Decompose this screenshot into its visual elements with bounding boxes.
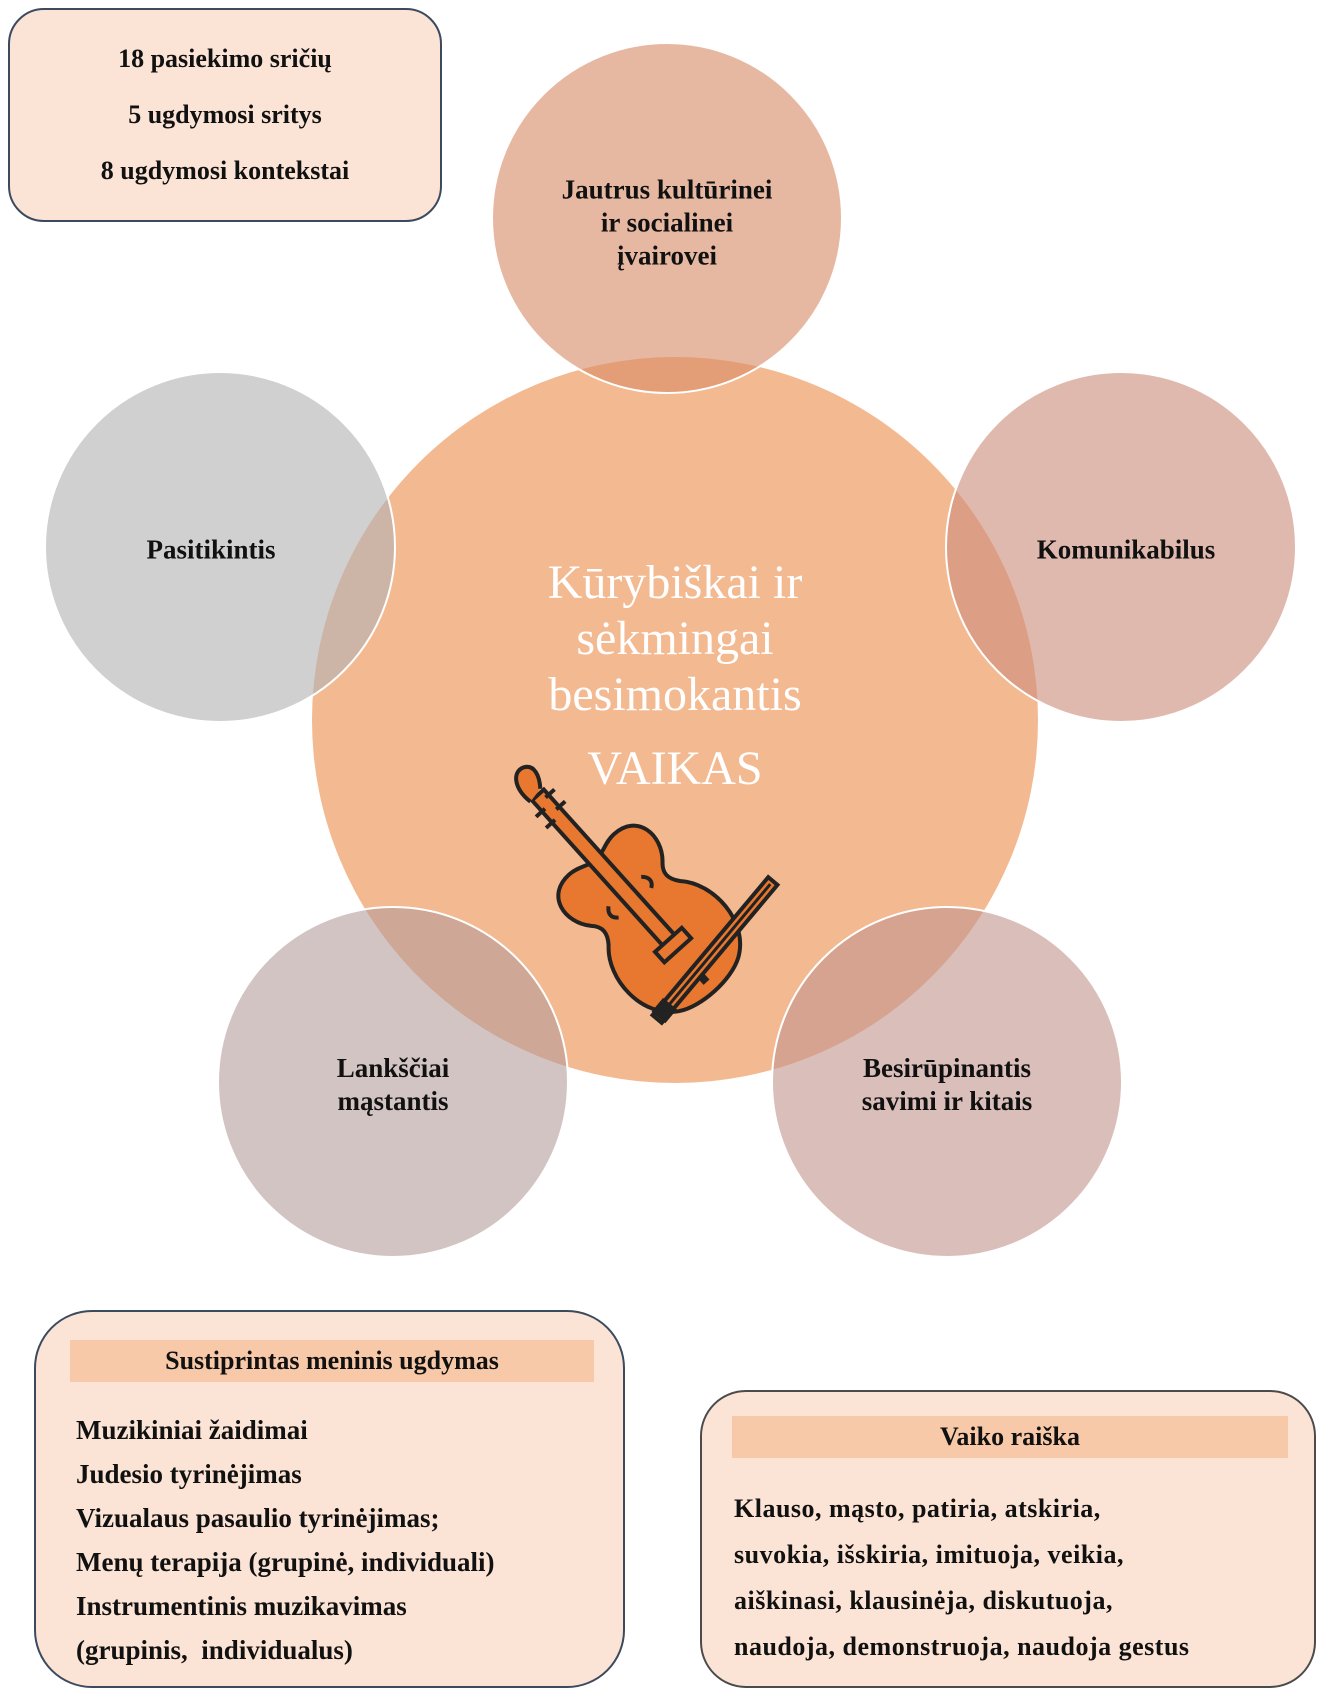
label-top-line-2: ir socialinei bbox=[600, 207, 734, 238]
label-bottom-right-line-1: Besirūpinantis bbox=[862, 1053, 1032, 1083]
stats-line-areas: 5 ugdymosi sritys bbox=[128, 100, 322, 129]
label-left: Pasitikintis bbox=[146, 534, 275, 567]
label-right-line-1: Komunikabilus bbox=[1036, 534, 1216, 565]
center-line-1: Kūrybiškai ir bbox=[547, 556, 803, 609]
circles-svg bbox=[44, 42, 1297, 1258]
stats-line-achievements: 18 pasiekimo sričių bbox=[118, 44, 332, 73]
label-bottom-left-line-2: mąstantis bbox=[337, 1086, 449, 1116]
circle-bottom-left bbox=[217, 906, 569, 1258]
label-bottom-right: Besirūpinantis savimi ir kitais bbox=[862, 1052, 1033, 1118]
program-item: Instrumentinis muzikavimas bbox=[76, 1591, 407, 1621]
expression-text: Klauso, mąsto, patiria, atskiria, suvoki… bbox=[734, 1486, 1294, 1670]
program-item: (grupinis, individualus) bbox=[76, 1635, 353, 1665]
label-top-line-1: Jautrus kultūrinei bbox=[561, 174, 773, 205]
label-top-line-3: įvairovei bbox=[617, 240, 717, 271]
label-left-line-1: Pasitikintis bbox=[146, 534, 276, 565]
expression-line: suvokia, išskiria, imituoja, veikia, bbox=[734, 1540, 1124, 1569]
circle-left bbox=[44, 371, 396, 723]
stats-line-contexts: 8 ugdymosi kontekstai bbox=[100, 156, 350, 185]
label-top: Jautrus kultūrinei ir socialinei įvairov… bbox=[562, 174, 773, 273]
center-line-4: VAIKAS bbox=[587, 742, 763, 795]
bow-icon bbox=[649, 874, 781, 1026]
expression-box: Vaiko raiška Klauso, mąsto, patiria, ats… bbox=[700, 1390, 1316, 1688]
expression-line: aiškinasi, klausinėja, diskutuoja, bbox=[734, 1586, 1113, 1615]
program-title: Sustiprintas meninis ugdymas bbox=[70, 1340, 594, 1382]
circle-top bbox=[491, 42, 843, 394]
circle-bottom-right bbox=[771, 906, 1123, 1258]
expression-line: Klauso, mąsto, patiria, atskiria, bbox=[734, 1494, 1101, 1523]
program-box: Sustiprintas meninis ugdymas Muzikiniai … bbox=[34, 1310, 625, 1688]
label-bottom-left: Lankščiai mąstantis bbox=[337, 1052, 450, 1118]
stats-box: 18 pasiekimo sričių 5 ugdymosi sritys 8 … bbox=[8, 8, 442, 222]
label-bottom-left-line-1: Lankščiai bbox=[336, 1053, 450, 1083]
program-item: Muzikiniai žaidimai bbox=[76, 1415, 308, 1445]
child-diagram: Kūrybiškai ir sėkmingai besimokantis VAI… bbox=[44, 42, 1297, 1258]
center-circle bbox=[312, 357, 1038, 1083]
expression-title: Vaiko raiška bbox=[732, 1416, 1288, 1458]
program-item: Vizualaus pasaulio tyrinėjimas; bbox=[76, 1503, 440, 1533]
center-line-2: sėkmingai bbox=[576, 612, 774, 665]
program-item: Menų terapija (grupinė, individuali) bbox=[76, 1547, 495, 1577]
label-bottom-right-line-2: savimi ir kitais bbox=[861, 1086, 1033, 1116]
expression-line: naudoja, demonstruoja, naudoja gestus bbox=[734, 1632, 1190, 1661]
program-list: Muzikiniai žaidimai Judesio tyrinėjimas … bbox=[76, 1408, 495, 1672]
center-title: Kūrybiškai ir sėkmingai besimokantis VAI… bbox=[465, 555, 885, 797]
center-line-3: besimokantis bbox=[548, 668, 802, 721]
circle-right bbox=[945, 371, 1297, 723]
label-right: Komunikabilus bbox=[1037, 534, 1216, 567]
program-item: Judesio tyrinėjimas bbox=[76, 1459, 302, 1489]
